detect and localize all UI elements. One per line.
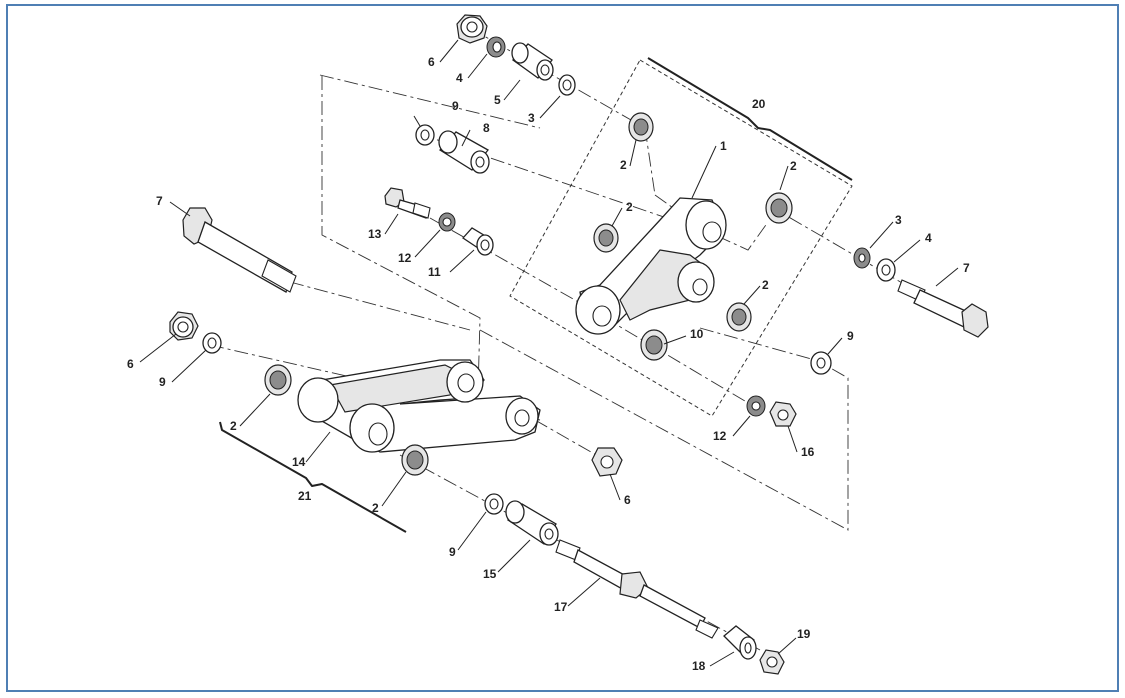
- part-17-rod: [555, 539, 719, 639]
- callout-12-right: 12: [713, 429, 727, 443]
- part-18-collar: [723, 625, 757, 660]
- part-9-washer-lower: [484, 493, 504, 515]
- callout-2-right-lower: 2: [762, 278, 769, 292]
- part-3-washer-top: [558, 74, 576, 96]
- callout-9-left: 9: [159, 375, 166, 389]
- part-15-bushing: [505, 500, 559, 546]
- callout-8: 8: [483, 121, 490, 135]
- part-2-bearing-lower-left: [264, 364, 292, 396]
- part-2-bearing-upper: [628, 112, 654, 142]
- callout-4-top: 4: [456, 71, 463, 85]
- part-2-bearing-right-lower: [726, 302, 752, 332]
- callout-2-lower-left: 2: [230, 419, 237, 433]
- part-2-bearing-lower-mid: [401, 444, 429, 476]
- part-6-nut-left: [169, 311, 199, 341]
- part-2-bearing-right-upper: [765, 192, 793, 224]
- callout-3-top: 3: [528, 111, 535, 125]
- part-11-collar: [462, 227, 494, 256]
- diagram-border: [6, 4, 1119, 692]
- callout-2-lower-mid: 2: [372, 501, 379, 515]
- callout-9-right: 9: [847, 329, 854, 343]
- callout-10: 10: [690, 327, 704, 341]
- callout-21: 21: [298, 489, 312, 503]
- part-9-washer-right: [810, 351, 832, 375]
- callout-5: 5: [494, 93, 501, 107]
- part-4-washer-right: [876, 258, 896, 282]
- brace-21: [219, 421, 407, 533]
- part-14-linkage-arm: [297, 359, 541, 453]
- part-12-washer-right: [746, 395, 766, 417]
- callout-6-left: 6: [127, 357, 134, 371]
- callout-16: 16: [801, 445, 815, 459]
- group-20-outline: [509, 59, 853, 417]
- part-2-bearing-group-left: [593, 223, 619, 253]
- part-16-nut: [769, 401, 797, 427]
- callout-7-right: 7: [963, 261, 970, 275]
- callout-11: 11: [428, 265, 441, 279]
- part-7-long-bolt: [182, 207, 297, 293]
- part-5-bushing: [511, 42, 554, 81]
- callout-9-upper: 9: [452, 99, 459, 113]
- part-19-nut: [759, 649, 785, 675]
- callout-15: 15: [483, 567, 497, 581]
- callout-2-right-upper: 2: [790, 159, 797, 173]
- part-1-rocker: [575, 197, 727, 335]
- callout-12-upper: 12: [398, 251, 412, 265]
- part-4-washer-top: [486, 36, 506, 58]
- part-13-small-bolt: [384, 187, 431, 219]
- callout-3-right: 3: [895, 213, 902, 227]
- callout-20: 20: [752, 97, 766, 111]
- callout-19: 19: [797, 627, 811, 641]
- part-6-nut-mid: [591, 447, 623, 477]
- part-12-washer-upper: [438, 212, 456, 232]
- callout-7-left: 7: [156, 194, 163, 208]
- callout-6-mid: 6: [624, 493, 631, 507]
- callout-17: 17: [554, 600, 568, 614]
- callout-13: 13: [368, 227, 382, 241]
- callout-2-upper: 2: [620, 158, 627, 172]
- leader-lines: [139, 39, 959, 667]
- part-7-bolt-right: [897, 279, 989, 338]
- callout-18: 18: [692, 659, 706, 673]
- part-10-bearing: [640, 329, 668, 361]
- part-8-bushing: [438, 130, 490, 174]
- part-3-washer-right: [853, 247, 871, 269]
- brace-20: [647, 57, 853, 181]
- part-9-washer-left: [202, 332, 222, 354]
- callout-4-right: 4: [925, 231, 932, 245]
- callout-9-lower: 9: [449, 545, 456, 559]
- callout-1: 1: [720, 139, 727, 153]
- part-9-washer-upper: [415, 124, 435, 146]
- callout-2-group-left: 2: [626, 200, 633, 214]
- part-6-nut-top: [456, 14, 488, 44]
- callout-labels: 1 2 2 2 2 2 2 3 3 4 4 5 6 6 6 7 7 8 9 9 …: [127, 55, 970, 673]
- callout-14: 14: [292, 455, 306, 469]
- callout-6-top: 6: [428, 55, 435, 69]
